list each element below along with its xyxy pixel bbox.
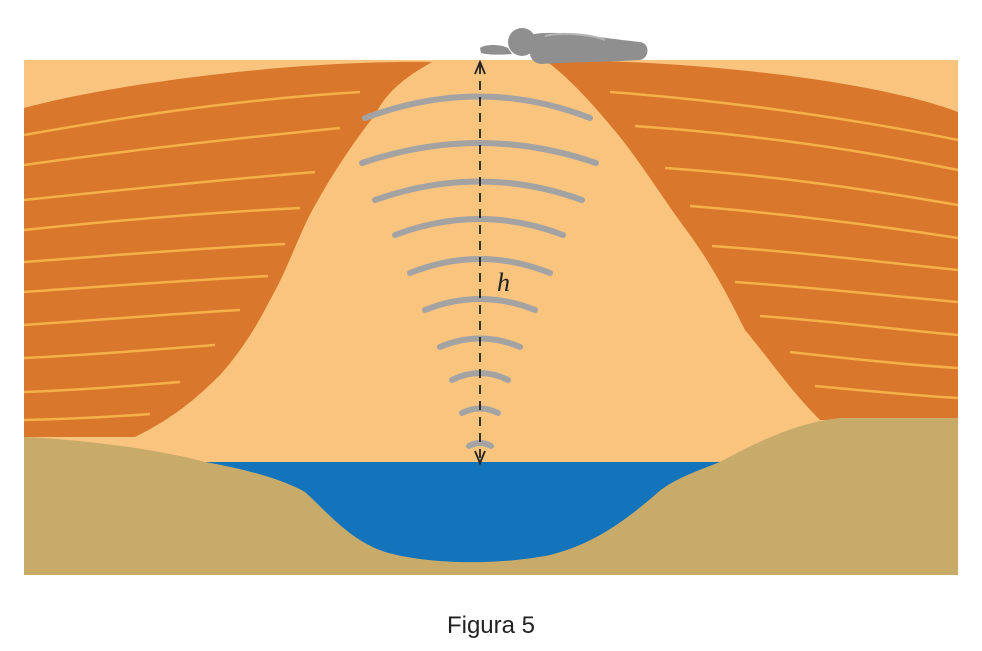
sound-wave xyxy=(466,440,494,449)
rock-strata xyxy=(23,90,959,422)
sound-wave xyxy=(359,140,599,166)
sound-wave xyxy=(392,216,566,238)
arrow-head-top xyxy=(474,59,486,75)
person-figure xyxy=(480,28,648,64)
sound-wave xyxy=(362,93,593,121)
sound-wave xyxy=(422,296,538,313)
height-label: h xyxy=(497,268,510,297)
water xyxy=(205,462,720,563)
height-arrow xyxy=(474,59,486,466)
arrow-head-bottom xyxy=(474,450,486,466)
figure-caption: Figura 5 xyxy=(446,612,536,639)
left-rock-wall xyxy=(24,61,432,438)
